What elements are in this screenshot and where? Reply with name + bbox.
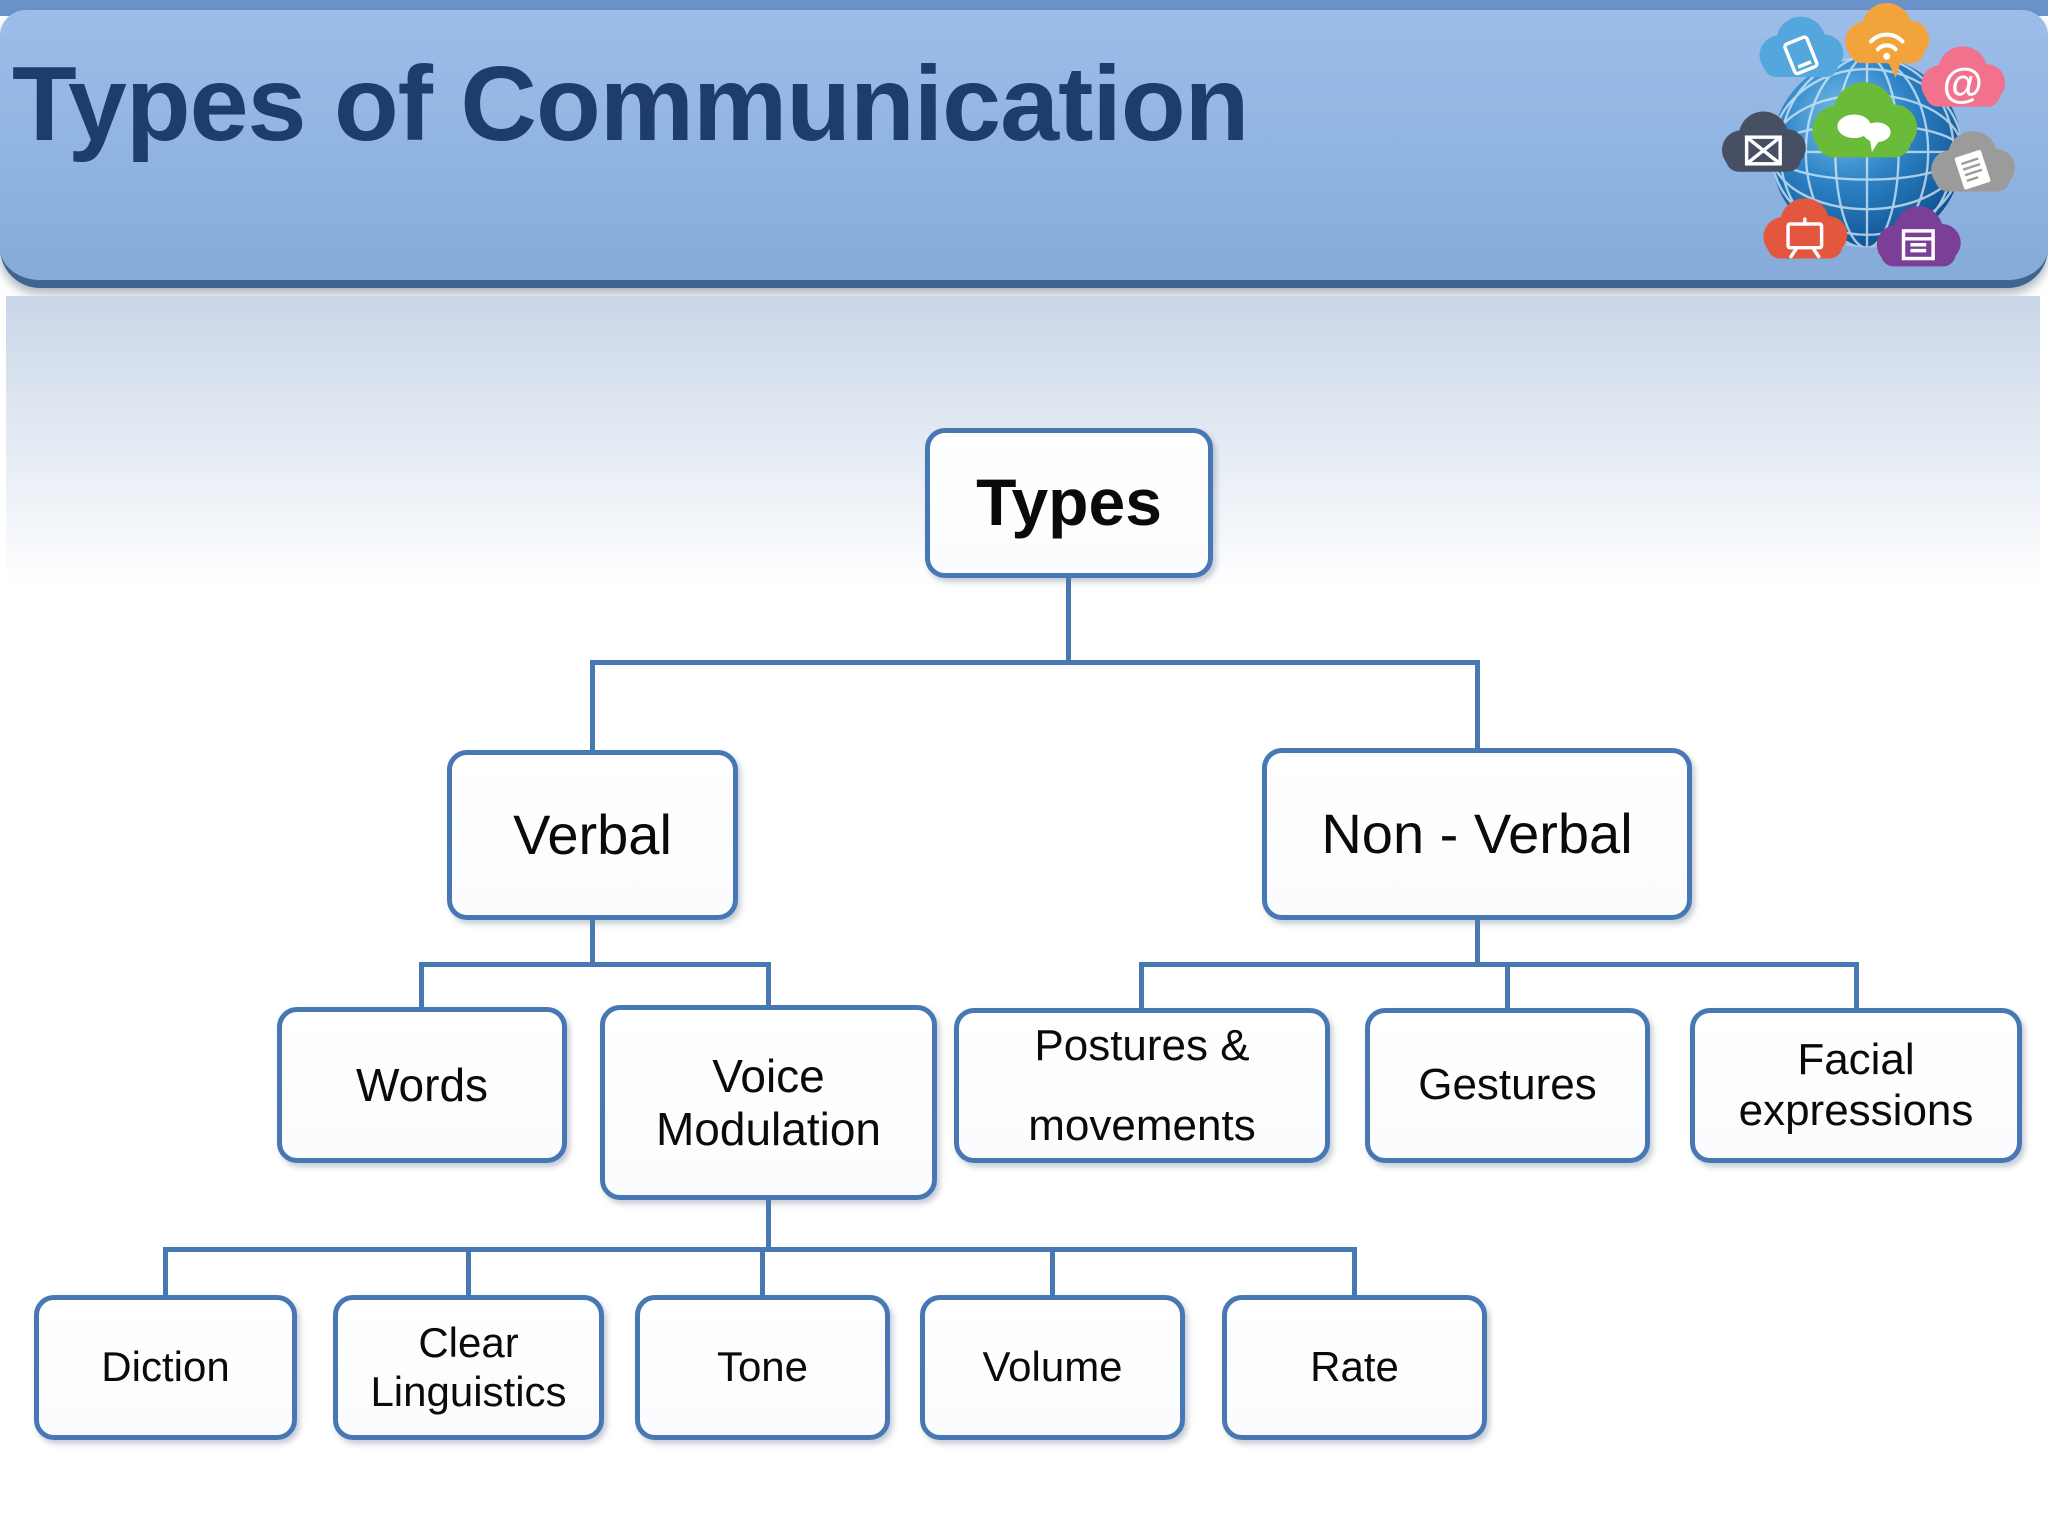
node-clear-linguistics: Clear Linguistics	[333, 1295, 604, 1440]
envelope-icon	[1721, 111, 1806, 172]
window-icon	[1876, 206, 1961, 267]
node-label: Types	[976, 465, 1162, 540]
connector-line	[1854, 962, 1859, 1010]
node-label: Words	[355, 1058, 489, 1111]
node-gestures: Gestures	[1365, 1008, 1650, 1163]
connector-line	[760, 1247, 765, 1297]
presentation-icon	[1763, 198, 1848, 259]
slide-title: Types of Communication	[12, 45, 1249, 163]
node-label: Tone	[716, 1343, 809, 1391]
connector-line	[1066, 578, 1071, 665]
node-words: Words	[277, 1007, 567, 1163]
tablet-icon	[1759, 16, 1844, 77]
connector-line	[419, 962, 424, 1009]
connector-line	[419, 962, 771, 967]
header: Types of Communication	[0, 10, 2048, 288]
connector-line	[466, 1247, 471, 1297]
connector-line	[1139, 962, 1859, 967]
node-non-verbal: Non - Verbal	[1262, 748, 1692, 920]
document-icon	[1931, 131, 2015, 192]
node-label: Gestures	[1418, 1060, 1597, 1110]
connector-line	[1475, 920, 1480, 964]
communication-globe-logo: @	[1721, 2, 2015, 267]
connector-line	[766, 1200, 771, 1249]
chat-bubbles-icon	[1812, 82, 1918, 158]
node-diction: Diction	[34, 1295, 297, 1440]
connector-line	[1139, 962, 1144, 1010]
node-facial-expressions: Facial expressions	[1690, 1008, 2022, 1163]
node-label: Voice Modulation	[655, 1049, 882, 1155]
connector-line	[766, 962, 771, 1007]
connector-line	[1050, 1247, 1055, 1297]
node-label: Diction	[101, 1343, 230, 1391]
node-voice-modulation: Voice Modulation	[600, 1005, 937, 1200]
node-label: Clear Linguistics	[370, 1319, 567, 1415]
connector-line	[1475, 660, 1480, 750]
connector-line	[590, 660, 1480, 665]
node-label: Rate	[1310, 1343, 1399, 1391]
node-label: Postures & movements	[1028, 1021, 1256, 1150]
svg-text:@: @	[1943, 60, 1983, 107]
node-postures-movements: Postures & movements	[954, 1008, 1330, 1163]
node-tone: Tone	[635, 1295, 890, 1440]
node-rate: Rate	[1222, 1295, 1487, 1440]
node-label: Facial expressions	[1738, 1034, 1974, 1135]
node-verbal: Verbal	[447, 750, 738, 920]
wifi-icon	[1845, 2, 1930, 78]
at-sign-icon: @	[1921, 46, 2006, 107]
node-label: Non - Verbal	[1321, 801, 1633, 865]
connector-line	[163, 1247, 168, 1297]
connector-line	[1505, 962, 1510, 1010]
node-volume: Volume	[920, 1295, 1185, 1440]
node-label: Verbal	[513, 802, 672, 866]
node-types: Types	[925, 428, 1213, 578]
node-label: Volume	[982, 1343, 1123, 1391]
connector-line	[1352, 1247, 1357, 1297]
connector-line	[590, 660, 595, 752]
connector-line	[590, 920, 595, 964]
